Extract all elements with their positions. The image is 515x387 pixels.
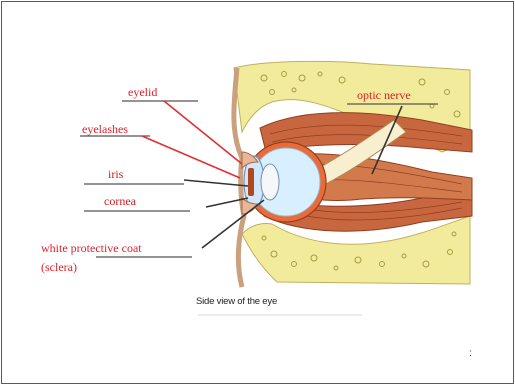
label-eyelashes: eyelashes: [82, 123, 128, 136]
diagram-caption: Side view of the eye: [196, 296, 277, 307]
footer-mark: :: [469, 348, 472, 359]
lens-shape: [261, 164, 279, 200]
eyeball: [244, 142, 326, 222]
label-sclera-line2: (sclera): [41, 261, 77, 274]
label-eyelid: eyelid: [128, 86, 157, 99]
label-iris: iris: [108, 168, 123, 181]
label-cornea: cornea: [104, 195, 136, 208]
label-sclera-line1: white protective coat: [41, 242, 142, 255]
iris-shape: [248, 168, 254, 196]
label-optic-nerve: optic nerve: [357, 89, 411, 102]
